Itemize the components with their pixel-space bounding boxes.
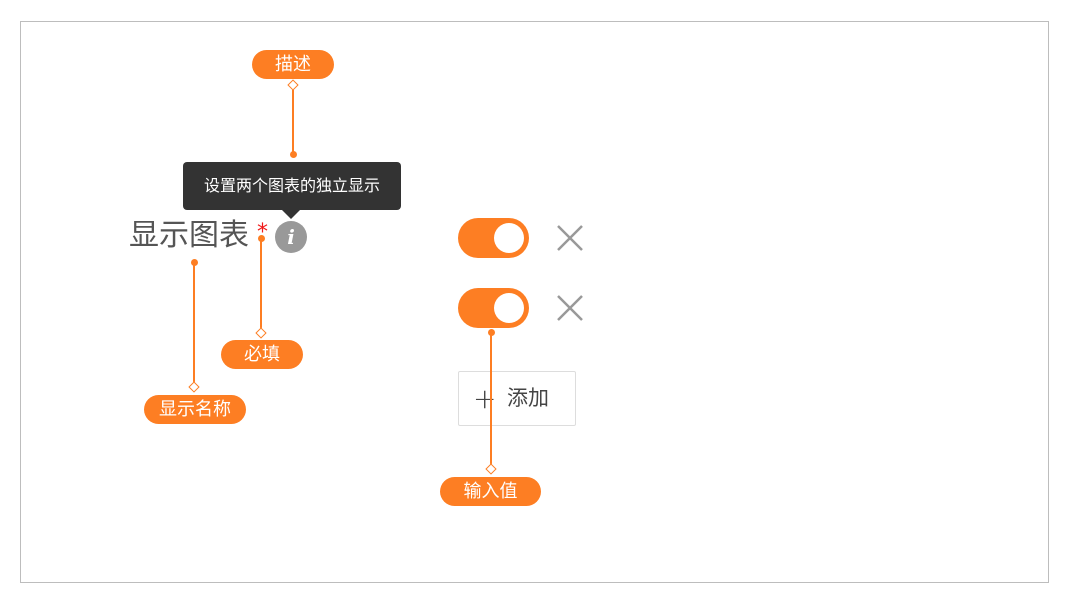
close-icon[interactable] (555, 293, 585, 323)
connector-dot (290, 151, 297, 158)
add-button-label: 添加 (507, 386, 549, 410)
toggle-knob (494, 293, 524, 323)
required-mark: * (257, 220, 268, 245)
field-label: 显示图表 (129, 218, 249, 253)
close-icon[interactable] (555, 223, 585, 253)
frame (20, 21, 1049, 583)
annotation-input-value: 输入值 (440, 477, 541, 506)
plus-icon: + (473, 382, 497, 415)
connector-line (292, 90, 294, 154)
toggle-switch-2[interactable] (458, 288, 529, 328)
add-button[interactable]: + 添加 (458, 371, 576, 426)
annotation-display-name: 显示名称 (144, 395, 246, 424)
toggle-switch-1[interactable] (458, 218, 529, 258)
connector-line (193, 263, 195, 383)
annotation-required: 必填 (221, 340, 303, 369)
connector-line (260, 240, 262, 329)
info-icon[interactable]: i (275, 221, 307, 253)
connector-dot (258, 235, 265, 242)
connector-line (490, 333, 492, 465)
connector-dot (488, 329, 495, 336)
tooltip: 设置两个图表的独立显示 (183, 162, 401, 219)
annotation-description: 描述 (252, 50, 334, 79)
toggle-knob (494, 223, 524, 253)
connector-dot (191, 259, 198, 266)
